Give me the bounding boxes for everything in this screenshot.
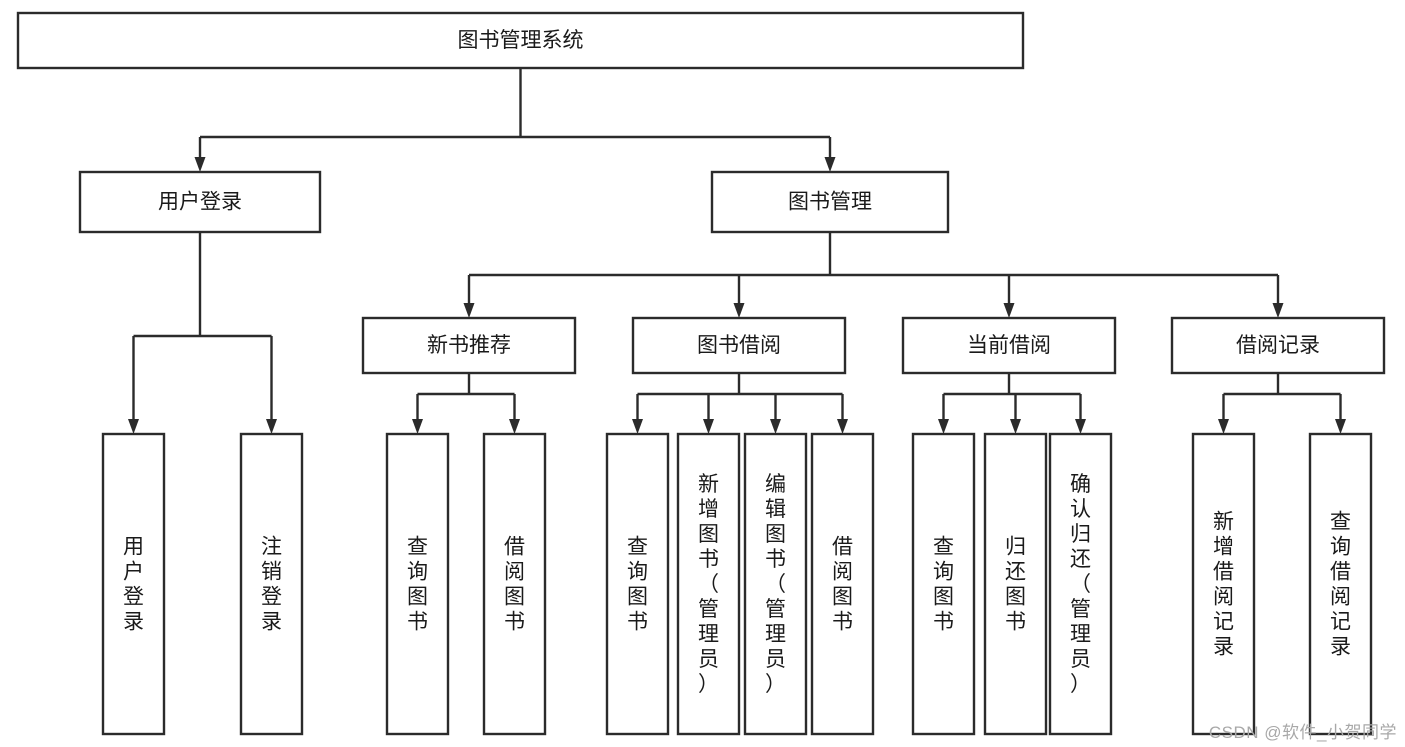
node-label-leaf-return-book: 归还图书	[1005, 536, 1026, 634]
node-borrow-record[interactable]: 借阅记录	[1170, 316, 1386, 375]
node-box-root	[16, 11, 1025, 70]
node-leaf-query-book-recommend[interactable]: 查询图书	[385, 432, 450, 736]
node-user-login[interactable]: 用户登录	[78, 170, 322, 234]
node-leaf-add-book-admin[interactable]: 新增图书（管理员）	[676, 432, 741, 736]
arrow-head-icon	[1003, 303, 1015, 318]
arrow-head-icon	[824, 157, 836, 172]
arrow-head-icon	[509, 419, 520, 434]
node-label-leaf-query-book-borrow: 查询图书	[627, 536, 648, 634]
arrow-head-icon	[1218, 419, 1229, 434]
arrow-head-icon	[266, 419, 277, 434]
arrow-head-icon	[770, 419, 781, 434]
node-label-leaf-add-borrow-record: 新增借阅记录	[1213, 511, 1234, 659]
node-box-leaf-query-book-recommend	[385, 432, 450, 736]
node-leaf-query-borrow-record[interactable]: 查询借阅记录	[1308, 432, 1373, 736]
node-box-user-login	[78, 170, 322, 234]
node-label-leaf-borrow-book-recommend: 借阅图书	[504, 536, 525, 634]
node-current-borrow[interactable]: 当前借阅	[901, 316, 1117, 375]
arrow-head-icon	[1335, 419, 1346, 434]
arrow-head-icon	[703, 419, 714, 434]
node-label-borrow-record: 借阅记录	[1236, 334, 1320, 357]
node-label-leaf-query-book-recommend: 查询图书	[407, 536, 428, 634]
node-box-leaf-query-book-borrow	[605, 432, 670, 736]
node-box-leaf-query-borrow-record	[1308, 432, 1373, 736]
node-leaf-logout-login[interactable]: 注销登录	[239, 432, 304, 736]
node-box-leaf-borrow-book	[810, 432, 875, 736]
node-label-new-book-recommend: 新书推荐	[427, 334, 511, 357]
arrow-head-icon	[194, 157, 206, 172]
node-box-current-borrow	[901, 316, 1117, 375]
arrow-head-icon	[463, 303, 475, 318]
node-label-user-login: 用户登录	[158, 191, 242, 214]
node-leaf-add-borrow-record[interactable]: 新增借阅记录	[1191, 432, 1256, 736]
node-label-leaf-confirm-return-admin: 确认归还（管理员）	[1070, 473, 1091, 696]
node-leaf-query-book-borrow[interactable]: 查询图书	[605, 432, 670, 736]
node-box-leaf-user-login	[101, 432, 166, 736]
node-box-book-management	[710, 170, 950, 234]
node-leaf-borrow-book-recommend[interactable]: 借阅图书	[482, 432, 547, 736]
node-leaf-borrow-book[interactable]: 借阅图书	[810, 432, 875, 736]
node-root[interactable]: 图书管理系统	[16, 11, 1025, 70]
node-book-management[interactable]: 图书管理	[710, 170, 950, 234]
node-box-leaf-return-book	[983, 432, 1048, 736]
node-leaf-return-book[interactable]: 归还图书	[983, 432, 1048, 736]
node-label-leaf-edit-book-admin: 编辑图书（管理员）	[765, 473, 786, 696]
node-box-leaf-query-book-current	[911, 432, 976, 736]
node-box-new-book-recommend	[361, 316, 577, 375]
node-leaf-query-book-current[interactable]: 查询图书	[911, 432, 976, 736]
node-book-borrow[interactable]: 图书借阅	[631, 316, 847, 375]
node-label-leaf-query-book-current: 查询图书	[933, 536, 954, 634]
arrow-head-icon	[632, 419, 643, 434]
node-label-leaf-add-book-admin: 新增图书（管理员）	[698, 473, 719, 696]
node-box-leaf-confirm-return-admin	[1048, 432, 1113, 736]
arrow-head-icon	[128, 419, 139, 434]
arrow-head-icon	[1272, 303, 1284, 318]
node-leaf-user-login[interactable]: 用户登录	[101, 432, 166, 736]
node-label-leaf-user-login: 用户登录	[123, 536, 144, 634]
node-box-leaf-add-book-admin	[676, 432, 741, 736]
arrow-head-icon	[412, 419, 423, 434]
connector-layer	[128, 68, 1346, 434]
arrow-head-icon	[733, 303, 745, 318]
node-layer: 图书管理系统用户登录图书管理新书推荐图书借阅当前借阅借阅记录用户登录注销登录查询…	[16, 11, 1386, 736]
node-label-leaf-logout-login: 注销登录	[261, 536, 282, 634]
node-label-current-borrow: 当前借阅	[967, 334, 1051, 357]
node-leaf-confirm-return-admin[interactable]: 确认归还（管理员）	[1048, 432, 1113, 736]
node-label-leaf-borrow-book: 借阅图书	[832, 536, 853, 634]
node-leaf-edit-book-admin[interactable]: 编辑图书（管理员）	[743, 432, 808, 736]
node-label-root: 图书管理系统	[458, 29, 584, 52]
arrow-head-icon	[837, 419, 848, 434]
node-label-book-borrow: 图书借阅	[697, 334, 781, 357]
node-box-book-borrow	[631, 316, 847, 375]
node-label-book-management: 图书管理	[788, 191, 872, 214]
arrow-head-icon	[1010, 419, 1021, 434]
arrow-head-icon	[1075, 419, 1086, 434]
node-box-leaf-add-borrow-record	[1191, 432, 1256, 736]
node-box-borrow-record	[1170, 316, 1386, 375]
node-new-book-recommend[interactable]: 新书推荐	[361, 316, 577, 375]
node-label-leaf-query-borrow-record: 查询借阅记录	[1330, 511, 1351, 659]
node-box-leaf-edit-book-admin	[743, 432, 808, 736]
node-box-leaf-borrow-book-recommend	[482, 432, 547, 736]
node-box-leaf-logout-login	[239, 432, 304, 736]
arrow-head-icon	[938, 419, 949, 434]
